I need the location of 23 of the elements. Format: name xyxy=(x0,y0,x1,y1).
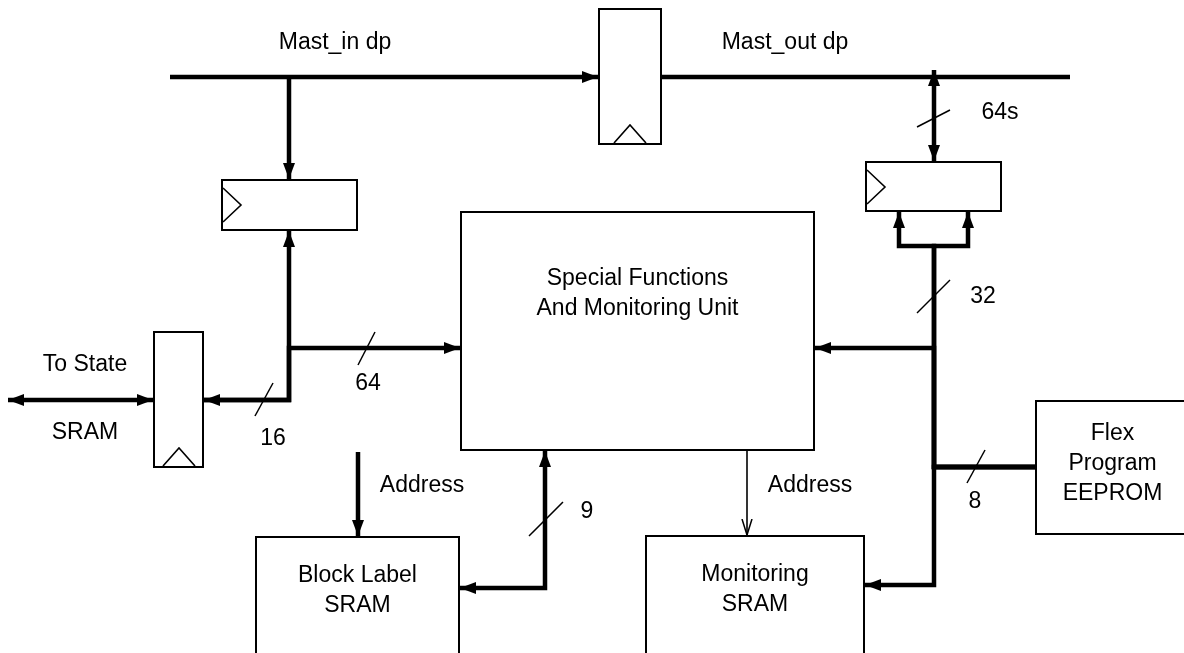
block-label: Special Functions And Monitoring Unit xyxy=(535,263,740,322)
register-box xyxy=(598,8,662,145)
function-block xyxy=(1035,400,1184,535)
bus-arrow xyxy=(352,452,364,536)
register-box xyxy=(153,331,204,468)
bus-arrow xyxy=(170,71,598,83)
block-label: Flex Program EEPROM xyxy=(1061,418,1164,507)
bus-arrow xyxy=(460,451,551,594)
signal-label: To State xyxy=(42,351,128,377)
function-block xyxy=(255,536,460,653)
bus-arrow xyxy=(928,70,940,161)
function-block xyxy=(645,535,865,653)
block-label: Monitoring SRAM xyxy=(700,559,810,618)
function-block xyxy=(460,211,815,451)
signal-label: SRAM xyxy=(51,419,119,445)
signal-arrow xyxy=(741,450,753,536)
bus-arrow xyxy=(865,464,1035,591)
register-box xyxy=(865,161,1002,212)
bus-arrow xyxy=(8,394,153,406)
bus-arrow xyxy=(283,77,295,179)
register-box xyxy=(221,179,358,231)
bus-arrow xyxy=(204,342,460,403)
block-label: Block Label SRAM xyxy=(297,560,418,619)
